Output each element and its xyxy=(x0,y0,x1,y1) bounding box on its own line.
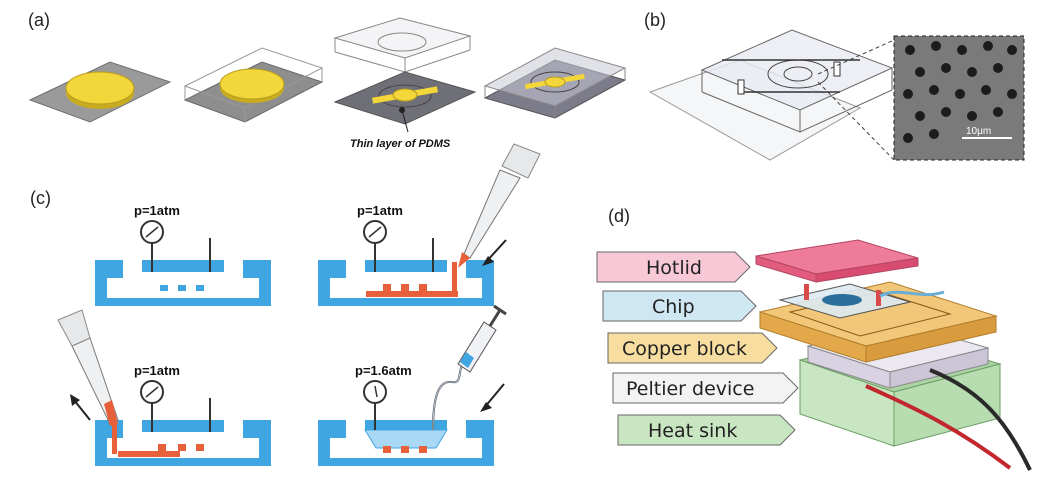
panel-label-b: (b) xyxy=(644,10,666,30)
panel-label-d: (d) xyxy=(608,206,630,226)
scale-bar-label: 10μm xyxy=(966,126,991,137)
layer-label-chip-text: Chip xyxy=(652,296,695,318)
pressure-label-1: p=1atm xyxy=(134,203,180,218)
chip-isometric xyxy=(648,29,894,161)
step-a3-exploded-bonding xyxy=(333,17,477,133)
filling-step-4: p=1.6atm xyxy=(318,304,507,466)
filling-step-2: p=1atm xyxy=(318,143,541,306)
layer-label-hotlid-text: Hotlid xyxy=(646,257,702,279)
step-a4-bonded-chip xyxy=(483,47,627,119)
panel-label-a: (a) xyxy=(28,10,50,30)
layer-label-peltier-device: Peltier device xyxy=(612,372,799,404)
step-a2-pdms-coated xyxy=(183,47,324,123)
sem-inset: 10μm xyxy=(893,35,1025,161)
layer-label-hotlid: Hotlid xyxy=(596,251,751,283)
layer-label-peltier-device-text: Peltier device xyxy=(626,378,754,400)
layer-label-heat-sink: Heat sink xyxy=(617,414,796,446)
pdms-annotation: Thin layer of PDMS xyxy=(350,138,451,150)
pressure-label-4: p=1.6atm xyxy=(355,363,412,378)
layer-label-copper-block: Copper block xyxy=(607,332,778,364)
stack-hardware xyxy=(755,239,1032,471)
step-a1-substrate-with-gold xyxy=(28,61,172,123)
filling-step-1: p=1atm xyxy=(95,203,271,306)
pressure-label-3: p=1atm xyxy=(134,363,180,378)
layer-label-chip: Chip xyxy=(602,290,757,322)
panel-label-c: (c) xyxy=(30,188,51,208)
layer-label-heat-sink-text: Heat sink xyxy=(648,420,737,442)
pressure-label-2: p=1atm xyxy=(357,203,403,218)
layer-label-copper-block-text: Copper block xyxy=(622,338,747,360)
filling-step-3: p=1atm xyxy=(57,309,271,466)
